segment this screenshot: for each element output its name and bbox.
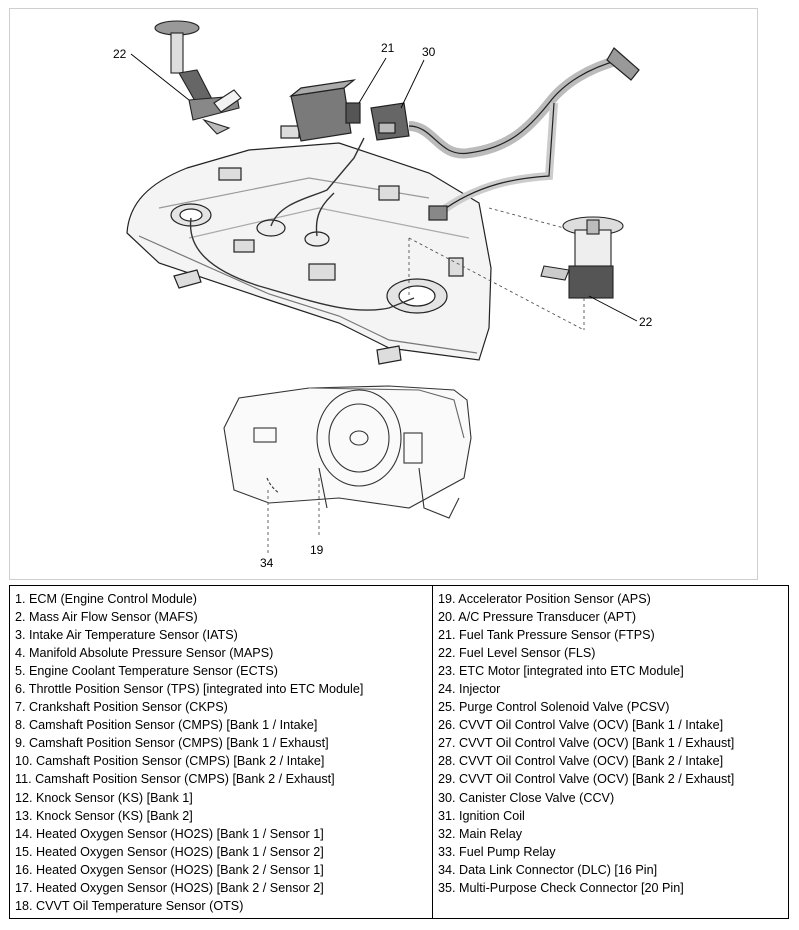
component-legend-table: 1. ECM (Engine Control Module) 2. Mass Ai… xyxy=(9,585,789,919)
legend-item: 4. Manifold Absolute Pressure Sensor (MA… xyxy=(15,646,274,661)
callout-34: 34 xyxy=(260,556,274,570)
legend-item: 15. Heated Oxygen Sensor (HO2S) [Bank 1 … xyxy=(15,844,324,859)
legend-item: 29. CVVT Oil Control Valve (OCV) [Bank 2… xyxy=(438,772,735,787)
legend-item: 8. Camshaft Position Sensor (CMPS) [Bank… xyxy=(15,718,318,733)
callout-30: 30 xyxy=(422,45,436,59)
legend-item: 22. Fuel Level Sensor (FLS) xyxy=(438,646,596,661)
legend-item: 2. Mass Air Flow Sensor (MAFS) xyxy=(15,610,198,625)
wiring-harness xyxy=(189,137,415,311)
fuel-pump-module-right xyxy=(540,216,624,299)
legend-item: 7. Crankshaft Position Sensor (CKPS) xyxy=(15,700,228,715)
legend-item: 28. CVVT Oil Control Valve (OCV) [Bank 2… xyxy=(438,754,724,769)
legend-item: 33. Fuel Pump Relay xyxy=(438,844,556,859)
leader-dashes xyxy=(408,207,585,331)
legend-item: 23. ETC Motor [integrated into ETC Modul… xyxy=(438,664,684,679)
legend-item: 24. Injector xyxy=(438,682,501,697)
dashboard-interior xyxy=(223,385,472,519)
legend-item: 35. Multi-Purpose Check Connector [20 Pi… xyxy=(438,880,684,895)
component-location-figure: 22 21 30 22 34 19 xyxy=(9,8,758,580)
fuel-tank xyxy=(126,125,492,365)
legend-item: 3. Intake Air Temperature Sensor (IATS) xyxy=(15,628,238,643)
legend-item: 25. Purge Control Solenoid Valve (PCSV) xyxy=(438,700,670,715)
legend-item: 31. Ignition Coil xyxy=(438,808,525,823)
fuel-pump-module-left xyxy=(154,20,242,135)
legend-item: 14. Heated Oxygen Sensor (HO2S) [Bank 1 … xyxy=(15,826,324,841)
legend-item: 16. Heated Oxygen Sensor (HO2S) [Bank 2 … xyxy=(15,862,324,877)
legend-item: 20. A/C Pressure Transducer (APT) xyxy=(438,610,637,625)
legend-item: 19. Accelerator Position Sensor (APS) xyxy=(438,592,651,606)
dlc-leader xyxy=(267,478,320,553)
legend-item: 32. Main Relay xyxy=(438,826,522,841)
legend-item: 27. CVVT Oil Control Valve (OCV) [Bank 1… xyxy=(438,736,735,751)
legend-item: 10. Camshaft Position Sensor (CMPS) [Ban… xyxy=(15,754,325,769)
filler-neck-pipe xyxy=(408,47,640,221)
callout-22-top: 22 xyxy=(113,47,127,61)
callout-21: 21 xyxy=(381,41,395,55)
legend-column-left: 1. ECM (Engine Control Module) 2. Mass Ai… xyxy=(10,586,433,918)
legend-item: 21. Fuel Tank Pressure Sensor (FTPS) xyxy=(438,628,655,643)
legend-item: 34. Data Link Connector (DLC) [16 Pin] xyxy=(438,862,658,877)
legend-item: 1. ECM (Engine Control Module) xyxy=(15,592,197,606)
legend-item: 17. Heated Oxygen Sensor (HO2S) [Bank 2 … xyxy=(15,880,324,895)
callout-leaders xyxy=(130,53,638,322)
fuel-system-illustration: 22 21 30 22 34 19 xyxy=(9,8,758,580)
legend-item: 30. Canister Close Valve (CCV) xyxy=(438,790,615,805)
legend-item: 18. CVVT Oil Temperature Sensor (OTS) xyxy=(15,898,244,913)
legend-item: 5. Engine Coolant Temperature Sensor (EC… xyxy=(15,664,278,679)
legend-item: 12. Knock Sensor (KS) [Bank 1] xyxy=(15,790,193,805)
legend-item: 6. Throttle Position Sensor (TPS) [integ… xyxy=(15,682,364,697)
callout-22-right: 22 xyxy=(639,315,653,329)
legend-column-right: 19. Accelerator Position Sensor (APS) 20.… xyxy=(433,586,788,918)
legend-item: 26. CVVT Oil Control Valve (OCV) [Bank 1… xyxy=(438,718,724,733)
legend-item: 9. Camshaft Position Sensor (CMPS) [Bank… xyxy=(15,736,329,751)
canister xyxy=(288,79,410,142)
callout-19: 19 xyxy=(310,543,324,557)
legend-item: 11. Camshaft Position Sensor (CMPS) [Ban… xyxy=(15,772,335,787)
legend-item: 13. Knock Sensor (KS) [Bank 2] xyxy=(15,808,193,823)
